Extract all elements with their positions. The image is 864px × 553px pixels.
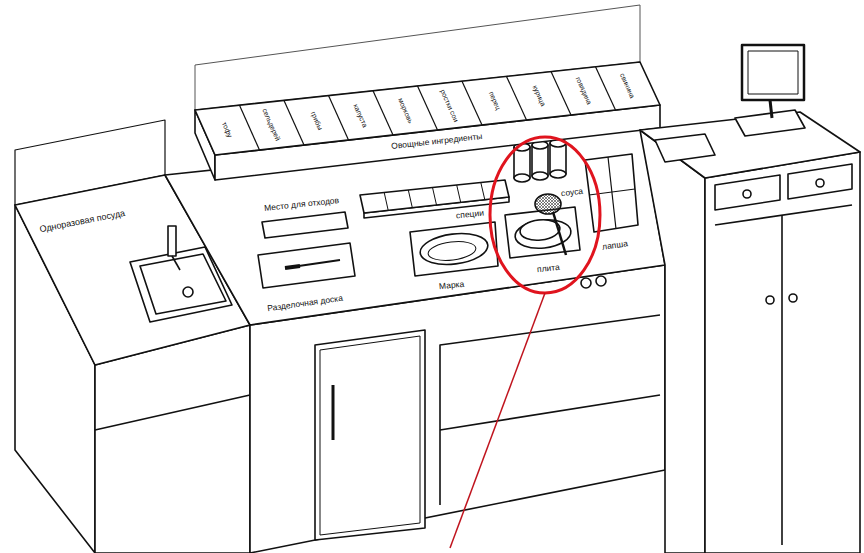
highlight-circle xyxy=(490,137,600,293)
right-side-face xyxy=(640,130,705,553)
section-label: Овощные ингредиенты xyxy=(390,132,484,151)
monitor-screen xyxy=(748,51,798,94)
bin-label: сельдерей xyxy=(261,107,283,143)
faucet xyxy=(168,226,176,256)
cutting-board xyxy=(258,243,355,288)
bin-label: перец xyxy=(487,89,502,112)
bin-label: грибы xyxy=(309,109,324,132)
area-label: Разделочная доска xyxy=(266,293,345,313)
left-drawer-line xyxy=(95,395,250,430)
noodle-bin xyxy=(585,154,638,232)
drawer-knob xyxy=(743,190,751,198)
bowl-inner xyxy=(427,239,477,263)
area-label: Одноразовая посуда xyxy=(37,209,126,235)
door-handle xyxy=(332,385,335,440)
area-label: Место для отходов xyxy=(263,196,341,213)
highlight-pointer xyxy=(450,293,545,548)
bowl-well xyxy=(410,222,498,276)
bin-label: капуста xyxy=(352,102,370,130)
monitor-stand xyxy=(770,100,772,118)
right-front-face xyxy=(705,152,860,553)
sink-drain xyxy=(183,287,193,297)
open-shelf xyxy=(440,395,660,430)
knife xyxy=(285,260,340,268)
door-inset xyxy=(320,336,420,535)
bin-label: говядина xyxy=(573,75,593,107)
sink-basin xyxy=(140,254,226,314)
stove-plate xyxy=(505,207,580,258)
bowl xyxy=(418,230,489,268)
monitor xyxy=(742,45,804,100)
faucet-spout xyxy=(172,256,180,270)
bin-label: морковь xyxy=(396,96,415,125)
bin-label: свинина xyxy=(619,71,637,100)
area-label: Марка xyxy=(438,279,466,291)
strainer-handle xyxy=(553,212,566,255)
area-label: плита xyxy=(535,262,561,273)
door-knob xyxy=(766,296,774,304)
bin-label: тофу xyxy=(220,120,234,140)
counter-tray xyxy=(655,134,715,162)
area-label: специи xyxy=(455,208,486,220)
spice-tray xyxy=(360,180,509,213)
ingredient-tray xyxy=(195,62,660,155)
drawer xyxy=(788,164,852,199)
open-shelf-cavity xyxy=(440,315,660,505)
drawer xyxy=(715,175,780,210)
area-label: лапша xyxy=(601,239,630,252)
area-label: соуса xyxy=(560,186,585,197)
waste-slot xyxy=(262,212,348,238)
register-base xyxy=(735,110,805,136)
bin-label: курица xyxy=(530,83,547,108)
knife-handle xyxy=(285,266,300,268)
strainer xyxy=(535,194,561,214)
stove-knob xyxy=(581,278,591,288)
bin-label: ростки сои xyxy=(439,87,461,124)
door-knob xyxy=(789,294,797,302)
drawer-knob xyxy=(816,179,824,187)
stove-knob xyxy=(596,276,606,286)
cabinet-door xyxy=(315,330,425,540)
